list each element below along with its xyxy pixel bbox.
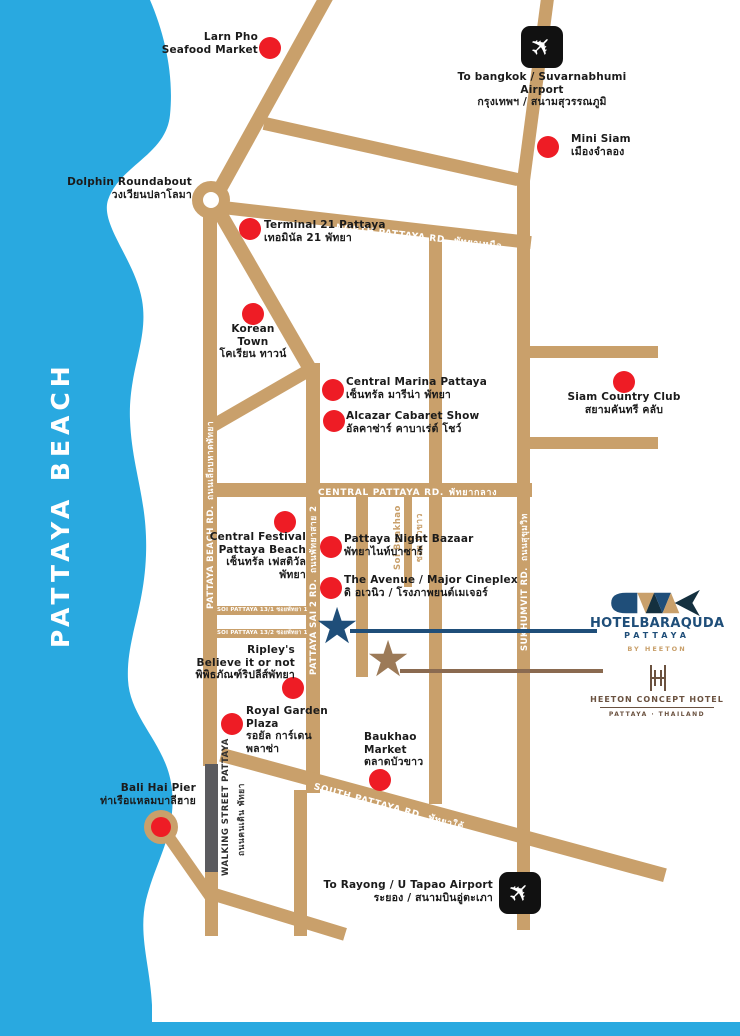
walking-street-label-en: WALKING STREET PATTAYA (221, 738, 231, 876)
marker-siam-country-club (613, 371, 635, 393)
label-korean-town: Korean Town โคเรียน ทาวน์ (219, 323, 287, 361)
baraquda-byline: BY HEETON (627, 645, 687, 653)
beach-name-label: PATTAYA BEACH (46, 361, 75, 649)
pattaya-beach-road-label: PATTAYA BEACH RD.ถนนเลียบหาดพัทยา (206, 420, 216, 610)
baraquda-fish-logo (611, 589, 700, 617)
airplane-icon: ✈ (523, 28, 561, 66)
pattaya-sai2-road-label: PATTAYA SAI 2 RD.ถนนพัทยาสาย 2 (309, 505, 319, 676)
label-terminal21: Terminal 21 Pattaya เทอมินัล 21 พัทยา (264, 219, 386, 244)
road-siam-branch-upper (523, 346, 658, 358)
bali-hai-pier-circle (144, 810, 178, 844)
airplane-icon: ✈ (501, 874, 539, 912)
marker-terminal21 (239, 218, 261, 240)
heeton-rule (600, 707, 714, 708)
label-siam-country-club: Siam Country Club สยามคันทรี คลับ (567, 391, 681, 416)
marker-korean-town (242, 303, 264, 325)
utapao-airport-icon: ✈ (499, 872, 541, 914)
marker-central-festival (274, 511, 296, 533)
road-soi-13-1: SOI PATTAYA 13/1 ซอยพัทยา 13/1 (217, 606, 307, 615)
marker-mini-siam (537, 136, 559, 158)
heeton-location: PATTAYA · THAILAND (608, 711, 706, 718)
baraquda-star-icon: ★ (314, 597, 360, 655)
walking-street-label-th: ถนนคนเดิน พัทยา (237, 783, 247, 857)
label-royal-garden: Royal Garden Plaza รอยัล การ์เดน พลาซ่า (246, 705, 328, 755)
road-siam-branch-lower (523, 437, 658, 449)
road-sukhumvit (517, 180, 530, 930)
label-central-festival: Central Festival Pattaya Beach เซ็นทรัล … (209, 531, 306, 581)
dolphin-roundabout-circle (192, 181, 230, 219)
marker-night-bazaar (320, 536, 342, 558)
bangkok-airport-label: To bangkok / Suvarnabhumi Airport กรุงเท… (457, 71, 627, 109)
label-bali-hai-pier: Bali Hai Pier ท่าเรือแหลมบาลีฮาย (100, 782, 196, 807)
road-second-south (294, 790, 307, 936)
label-mini-siam: Mini Siam เมืองจำลอง (571, 133, 631, 158)
marker-central-marina (322, 379, 344, 401)
heeton-hotel-name: HEETON CONCEPT HOTEL (590, 695, 724, 704)
marker-baukhao-market (369, 769, 391, 791)
bangkok-airport-icon: ✈ (521, 26, 563, 68)
road-central-pattaya (205, 483, 532, 497)
soi-13-2-label: SOI PATTAYA 13/2 ซอยพัทยา 13/2 (217, 630, 307, 636)
label-central-marina: Central Marina Pattaya เซ็นทรัล มารีน่า … (346, 376, 487, 401)
road-soi-buakhao (404, 497, 412, 587)
heeton-route-line (400, 669, 603, 673)
road-soi-parallel (429, 234, 442, 804)
label-dolphin-roundabout: Dolphin Roundabout วงเวียนปลาโลมา (67, 176, 192, 201)
central-pattaya-road-label: CENTRAL PATTAYA RD.พัทยากลาง (318, 488, 498, 498)
baraquda-hotel-name: HOTELBARAQUDA (590, 616, 725, 631)
label-larn-pho: Larn Pho Seafood Market (161, 31, 258, 56)
marker-avenue (320, 577, 342, 599)
baraquda-route-line (350, 629, 597, 633)
road-pattaya-sai2 (306, 363, 320, 793)
label-night-bazaar: Pattaya Night Bazaar พัทยาไนท์บาซาร์ (344, 533, 474, 558)
marker-larn-pho (259, 37, 281, 59)
road-soi-13-2: SOI PATTAYA 13/2 ซอยพัทยา 13/2 (217, 629, 307, 638)
label-avenue: The Avenue / Major Cineplex ดิ อเวนิว / … (344, 574, 518, 599)
baraquda-city: PATTAYA (624, 631, 690, 640)
label-ripleys: Ripley's Believe it or not พิพิธภัณฑ์ริป… (195, 644, 295, 682)
soi-13-1-label: SOI PATTAYA 13/1 ซอยพัทยา 13/1 (217, 607, 307, 613)
marker-ripleys (282, 677, 304, 699)
heeton-monogram-icon (650, 665, 666, 691)
walking-street-bar (205, 764, 218, 874)
utapao-airport-label: To Rayong / U Tapao Airport ระยอง / สนาม… (323, 879, 493, 904)
heeton-star-icon: ★ (365, 630, 411, 688)
bali-hai-pier-dot (151, 817, 171, 837)
marker-royal-garden (221, 713, 243, 735)
label-baukhao-market: Baukhao Market ตลาดบัวขาว (364, 731, 424, 769)
sea-bottom-band (0, 1022, 740, 1036)
marker-alcazar (323, 410, 345, 432)
label-alcazar: Alcazar Cabaret Show อัลคาซ่าร์ คาบาเร่ต… (346, 410, 480, 435)
sukhumvit-road-label: SUKHUMVIT RD.ถนนสุขุมวิท (520, 513, 530, 651)
